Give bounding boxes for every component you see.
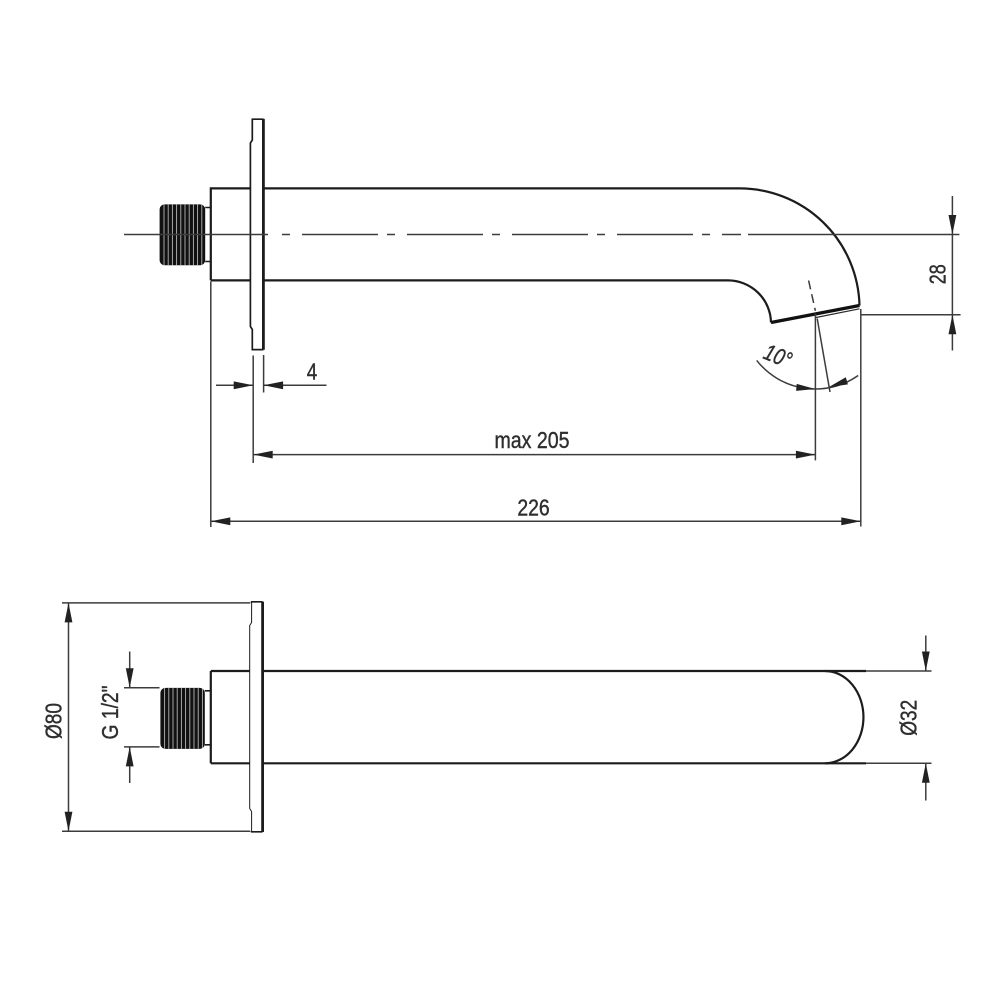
svg-text:Ø32: Ø32	[896, 700, 922, 736]
svg-text:G 1/2": G 1/2"	[97, 686, 123, 740]
svg-text:Ø80: Ø80	[41, 703, 67, 739]
svg-text:28: 28	[925, 264, 951, 284]
svg-text:max 205: max 205	[495, 427, 570, 453]
svg-text:4: 4	[307, 358, 318, 384]
svg-text:226: 226	[517, 494, 549, 520]
svg-text:10°: 10°	[760, 339, 796, 374]
